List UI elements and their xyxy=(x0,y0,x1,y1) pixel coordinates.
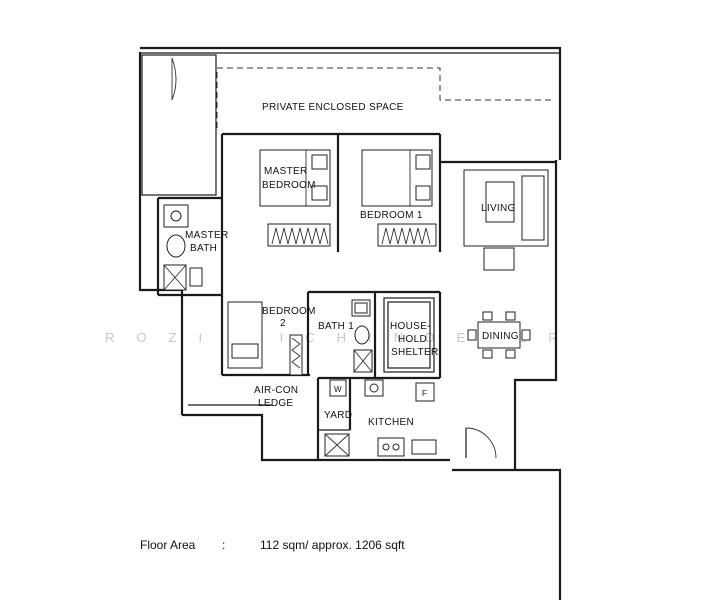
household-shelter xyxy=(383,297,435,373)
floor-area-separator: : xyxy=(222,538,226,552)
bedroom-2-label-line-2: 2 xyxy=(280,318,286,329)
fridge-label: F xyxy=(422,389,427,398)
aircon-ledge-label-line-1: AIR-CON xyxy=(254,385,298,396)
watermark: ROZI FICHINDESER xyxy=(105,330,580,345)
floor-area-value: 112 sqm/ approx. 1206 sqft xyxy=(260,538,405,552)
bedroom-1-label: BEDROOM 1 xyxy=(360,210,423,221)
bath-1-fixtures xyxy=(351,299,373,373)
household-shelter-label-line-2: HOLD xyxy=(398,334,427,345)
yard-kitchen-fixtures xyxy=(324,379,437,457)
bath-1-label: BATH 1 xyxy=(318,321,354,332)
living-label: LIVING xyxy=(481,203,516,214)
yard-label: YARD xyxy=(324,410,352,421)
kitchen-label: KITCHEN xyxy=(368,417,414,428)
dining-set xyxy=(467,311,531,359)
private-enclosed-space-label: PRIVATE ENCLOSED SPACE xyxy=(262,102,404,113)
master-bath-fixtures xyxy=(163,204,203,291)
bedroom-1-furniture xyxy=(361,149,437,247)
household-shelter-label-line-1: HOUSE- xyxy=(390,321,431,332)
outer-walls xyxy=(138,46,562,600)
master-bedroom-furniture xyxy=(259,149,331,247)
bedroom-2-label-line-1: BEDROOM xyxy=(262,306,316,317)
master-bath-label-line-2: BATH xyxy=(190,243,217,254)
dining-label: DINING xyxy=(482,331,519,342)
aircon-ledge-label-line-2: LEDGE xyxy=(258,398,293,409)
master-bedroom-label-line-1: MASTER xyxy=(264,166,307,177)
entrance-door xyxy=(465,427,497,459)
living-furniture xyxy=(463,169,549,271)
washer-label: W xyxy=(334,385,342,394)
household-shelter-label-line-3: SHELTER xyxy=(391,347,438,358)
master-bedroom-label-line-2: BEDROOM xyxy=(262,180,316,191)
floor-area-label: Floor Area xyxy=(140,538,196,552)
bedroom-2-furniture xyxy=(227,301,303,376)
master-bath-label-line-1: MASTER xyxy=(185,230,228,241)
private-enclosed-space xyxy=(141,54,552,196)
